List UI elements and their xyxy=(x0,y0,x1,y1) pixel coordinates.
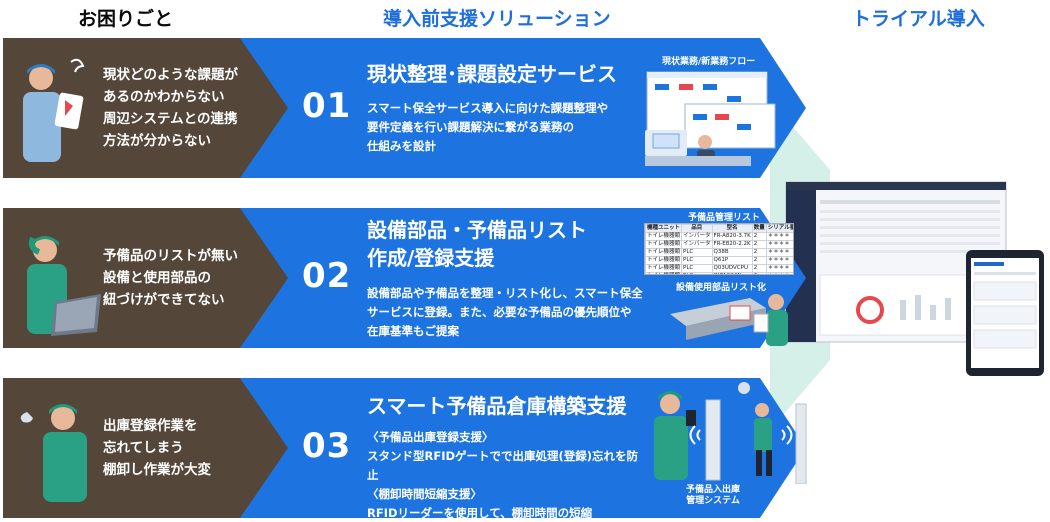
table-cell: Q61P xyxy=(711,256,753,265)
solution-number: 03 xyxy=(302,426,352,466)
table-cell: Q03UDVCPU xyxy=(711,264,753,273)
table-header-cell: 数量 xyxy=(751,224,767,233)
table-cell: FR-E820-2.2K xyxy=(711,240,753,249)
person-laptop-icon xyxy=(27,236,101,336)
table-cell: ＊＊＊＊ xyxy=(765,248,793,257)
table-cell: 2 xyxy=(751,232,767,241)
table-header-cell: シリアル番号 xyxy=(765,224,793,233)
table-cell: トイレ機器類 xyxy=(645,248,683,257)
spare-parts-table: 機種ユニット品目型名数量シリアル番号メーカ名トイレ機器類インバータFR-A820… xyxy=(644,223,794,275)
person-sighing-icon xyxy=(20,404,87,502)
table-header-cell: 品目 xyxy=(681,224,713,233)
solution-box-03: 03 スマート予備品倉庫構築支援 〈予備品出庫登録支援〉 スタンド型RFIDゲー… xyxy=(240,378,810,520)
table-cell: 2 xyxy=(751,240,767,249)
image-caption-2: 設備使用部品リスト化 xyxy=(676,283,767,293)
solution-description: スマート保全サービス導入に向けた課題整理や 要件定義を行い課題解決に繋がる業務の… xyxy=(367,101,609,153)
row-02: 予備品のリストが無い 設備と使用部品の 紐づけができてない 02 設備部品・予備… xyxy=(0,208,1050,348)
problem-text-03: 出庫登録作業を 忘れてしまう 棚卸し作業が大変 xyxy=(103,378,293,518)
table-cell: トイレ機器類 xyxy=(645,272,683,274)
table-cell: ＊＊＊＊ xyxy=(765,264,793,273)
table-cell: トイレ機器類 xyxy=(645,264,683,273)
solution-box-01: 01 現状整理･課題設定サービス スマート保全サービス導入に向けた課題整理や 要… xyxy=(240,38,810,178)
image-caption: 現状業務/新業務フロー xyxy=(662,57,756,67)
table-cell: ＊＊＊＊ xyxy=(765,232,793,241)
problem-label: 予備品のリストが無い 設備と使用部品の 紐づけができてない xyxy=(103,248,238,308)
table-header-cell: 機種ユニット xyxy=(645,224,683,233)
table-cell: QJ71C24N xyxy=(711,272,753,274)
solution-number: 02 xyxy=(302,256,352,296)
trial-visual xyxy=(770,100,1050,430)
table-cell: 2 xyxy=(751,272,767,274)
solution-description: 設備部品や予備品を整理・リスト化し、スマート保全 サービスに登録。また、必要な予… xyxy=(367,286,643,338)
table-cell: インバータ xyxy=(681,240,713,249)
trial-devices-illustration xyxy=(770,100,1044,430)
solution-title: スマート予備品倉庫構築支援 xyxy=(367,394,627,418)
problem-label: 現状どのような課題が あるのかわからない 周辺システムとの連携 方法が分からない xyxy=(103,67,238,149)
table-cell: ＊＊＊＊ xyxy=(765,240,793,249)
header-trial: トライアル導入 xyxy=(852,8,985,30)
workflow-diagram-illustration xyxy=(645,71,776,166)
table-cell: 2 xyxy=(751,248,767,257)
solution-title: 現状整理･課題設定サービス xyxy=(367,62,617,86)
solution-number: 01 xyxy=(302,86,352,126)
table-cell: PLC xyxy=(681,272,713,274)
table-cell: FR-A820-3.7K xyxy=(711,232,753,241)
problem-text-02: 予備品のリストが無い 設備と使用部品の 紐づけができてない xyxy=(103,208,293,348)
table-cell: トイレ機器類 xyxy=(645,256,683,265)
header-solutions: 導入前支援ソリューション xyxy=(383,8,611,30)
table-cell: ＊＊＊＊ xyxy=(765,272,793,274)
table-cell: トイレ機器類 xyxy=(645,232,683,241)
tablet-illustration xyxy=(966,250,1044,376)
table-row: トイレ機器類PLCQJ71C24N2＊＊＊＊三菱電機 xyxy=(645,272,793,274)
problem-box-02: 予備品のリストが無い 設備と使用部品の 紐づけができてない xyxy=(3,208,293,348)
image-caption: 予備品入出庫 管理システム xyxy=(686,485,741,506)
row-01: 現状どのような課題が あるのかわからない 周辺システムとの連携 方法が分からない… xyxy=(0,38,1050,178)
problem-label: 出庫登録作業を 忘れてしまう 棚卸し作業が大変 xyxy=(103,418,211,478)
table-cell: PLC xyxy=(681,264,713,273)
equipment-inspection-illustration xyxy=(670,294,788,346)
table-cell: Q38B xyxy=(711,248,753,257)
solution-title: 設備部品・予備品リスト 作成/登録支援 xyxy=(367,218,587,270)
solution-box-02: 02 設備部品・予備品リスト 作成/登録支援 設備部品や予備品を整理・リスト化し… xyxy=(240,208,810,348)
table-cell: PLC xyxy=(681,256,713,265)
problem-text-01: 現状どのような課題が あるのかわからない 周辺システムとの連携 方法が分からない xyxy=(103,38,293,178)
table-cell: PLC xyxy=(681,248,713,257)
row-03: 出庫登録作業を 忘れてしまう 棚卸し作業が大変 03 スマート予備品倉庫構築支援… xyxy=(0,378,1050,520)
table-cell: 2 xyxy=(751,256,767,265)
table-cell: トイレ機器類 xyxy=(645,240,683,249)
table-cell: 2 xyxy=(751,264,767,273)
table-header-row: 機種ユニット品目型名数量シリアル番号メーカ名 xyxy=(645,224,793,233)
table-cell: ＊＊＊＊ xyxy=(765,256,793,265)
parts-table-grid: 機種ユニット品目型名数量シリアル番号メーカ名トイレ機器類インバータFR-A820… xyxy=(645,224,793,274)
solution-description: 〈予備品出庫登録支援〉 スタンド型RFIDゲートでで出庫処理(登録)忘れを防止 … xyxy=(367,430,639,520)
problem-box-03: 出庫登録作業を 忘れてしまう 棚卸し作業が大変 xyxy=(3,378,293,518)
image-caption: 予備品管理リスト xyxy=(688,213,761,223)
table-cell: インバータ xyxy=(681,232,713,241)
rfid-gate-illustration xyxy=(654,382,807,484)
table-header-cell: 型名 xyxy=(711,224,753,233)
problem-box-01: 現状どのような課題が あるのかわからない 周辺システムとの連携 方法が分からない xyxy=(3,38,293,178)
header-problems: お困りごと xyxy=(78,8,174,30)
person-confused-icon xyxy=(23,58,85,162)
